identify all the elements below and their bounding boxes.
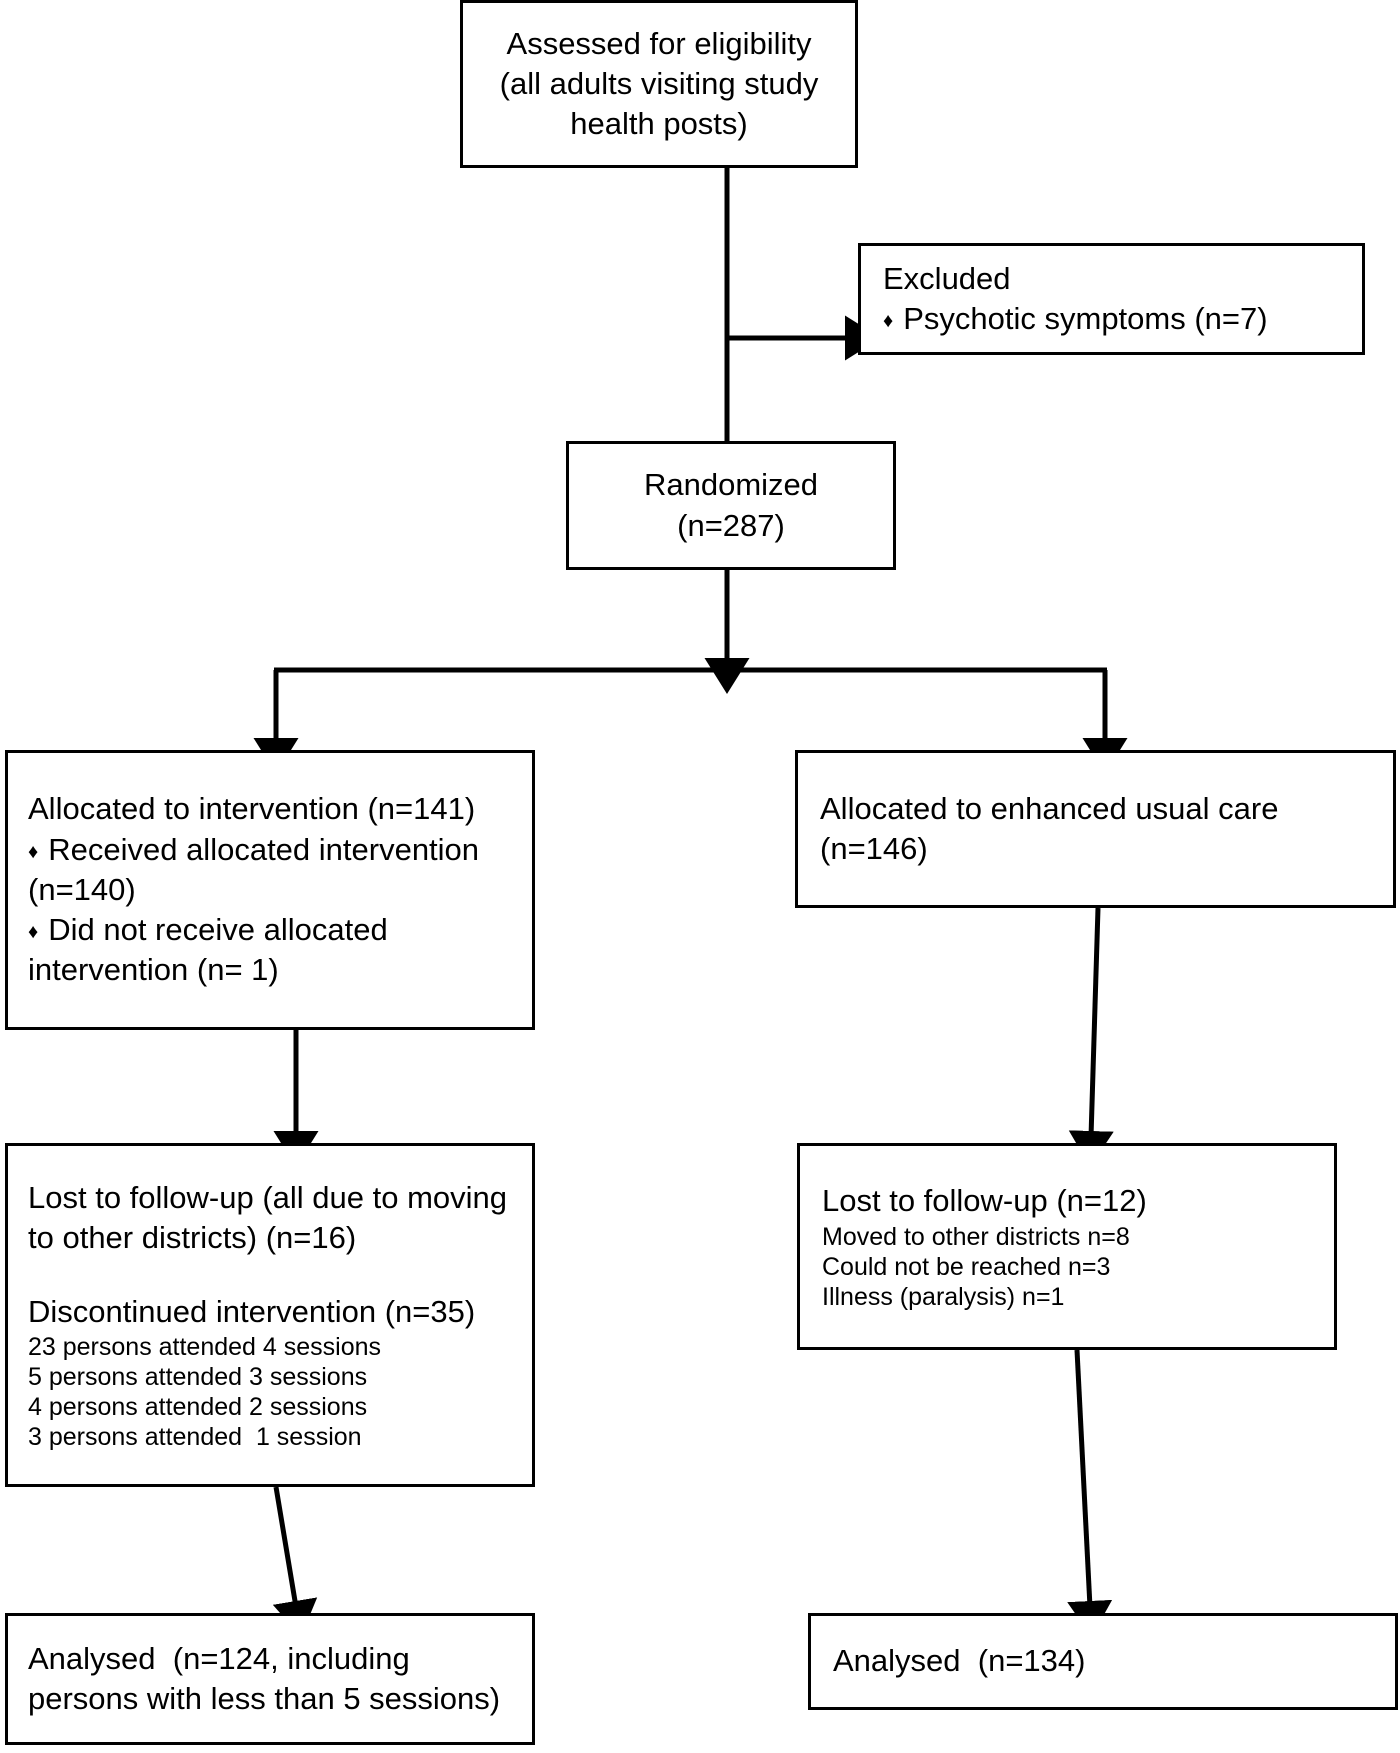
- lost-usual-care-detail-1: Moved to other districts n=8: [822, 1222, 1130, 1251]
- diamond-bullet-icon: ♦: [28, 921, 39, 944]
- node-excluded: Excluded ♦ Psychotic symptoms (n=7): [858, 243, 1365, 355]
- lost-intervention-detail-1: 23 persons attended 4 sessions: [28, 1333, 382, 1362]
- arrow-lost-intervention-to-analysed: [272, 1486, 318, 1637]
- randomized-line-2: (n=287): [677, 507, 785, 543]
- node-analysed-intervention: Analysed (n=124, including persons with …: [5, 1613, 535, 1745]
- alloc-intervention-bullet-2-cont: intervention (n= 1): [28, 952, 279, 988]
- lost-usual-care-detail-3: Illness (paralysis) n=1: [822, 1282, 1065, 1311]
- eligibility-line-2: (all adults visiting study: [499, 65, 819, 101]
- randomized-line-1: Randomized: [643, 467, 819, 503]
- node-randomized: Randomized (n=287): [566, 441, 896, 570]
- lost-intervention-line-1: Lost to follow-up (all due to moving: [28, 1179, 508, 1215]
- lost-intervention-spacer: [28, 1258, 518, 1292]
- excluded-reason-1: ♦ Psychotic symptoms (n=7): [883, 299, 1348, 339]
- alloc-intervention-bullet-1: ♦ Received allocated intervention: [28, 830, 518, 870]
- lost-intervention-detail-4: 3 persons attended 1 session: [28, 1423, 362, 1452]
- lost-intervention-detail-2: 5 persons attended 3 sessions: [28, 1363, 368, 1392]
- alloc-usual-care-line-2: (n=146): [820, 831, 928, 866]
- lost-intervention-line-2: to other districts) (n=16): [28, 1219, 357, 1255]
- node-allocated-to-intervention: Allocated to intervention (n=141) ♦ Recei…: [5, 750, 535, 1030]
- alloc-intervention-bullet-1-cont: (n=140): [28, 871, 136, 907]
- lost-usual-care-line-1: Lost to follow-up (n=12): [822, 1183, 1147, 1219]
- lost-intervention-line-3: Discontinued intervention (n=35): [28, 1294, 476, 1330]
- alloc-intervention-line-1: Allocated to intervention (n=141): [28, 791, 476, 827]
- diamond-bullet-icon: ♦: [883, 310, 894, 332]
- node-lost-to-followup-usual-care: Lost to follow-up (n=12) Moved to other …: [797, 1143, 1337, 1350]
- lost-usual-care-detail-2: Could not be reached n=3: [822, 1252, 1111, 1281]
- analysed-intervention-line-2: persons with less than 5 sessions): [28, 1681, 501, 1716]
- alloc-intervention-bullet-1-text: Received allocated intervention: [48, 831, 480, 867]
- eligibility-line-1: Assessed for eligibility: [506, 25, 812, 61]
- lost-intervention-detail-3: 4 persons attended 2 sessions: [28, 1393, 368, 1422]
- arrow-lost-usual-care-to-analysed: [1067, 1349, 1113, 1637]
- node-allocated-to-usual-care: Allocated to enhanced usual care (n=146): [795, 750, 1396, 908]
- analysed-intervention-line-1: Analysed (n=124, including: [28, 1640, 410, 1676]
- analysed-usual-care-line-1: Analysed (n=134): [833, 1643, 1086, 1679]
- alloc-intervention-bullet-2: ♦ Did not receive allocated: [28, 910, 518, 950]
- alloc-usual-care-line-1: Allocated to enhanced usual care: [820, 790, 1279, 826]
- excluded-title: Excluded: [883, 260, 1011, 296]
- node-lost-to-followup-intervention: Lost to follow-up (all due to moving to …: [5, 1143, 535, 1487]
- excluded-reason-1-text: Psychotic symptoms (n=7): [903, 301, 1268, 336]
- eligibility-line-3: health posts): [570, 106, 748, 142]
- arrow-alloc-usual-care-to-lost: [1068, 907, 1114, 1167]
- alloc-intervention-bullet-2-text: Did not receive allocated: [48, 912, 388, 948]
- node-assessed-for-eligibility: Assessed for eligibility (all adults vis…: [460, 0, 858, 168]
- node-analysed-usual-care: Analysed (n=134): [808, 1613, 1398, 1710]
- diamond-bullet-icon: ♦: [28, 840, 39, 863]
